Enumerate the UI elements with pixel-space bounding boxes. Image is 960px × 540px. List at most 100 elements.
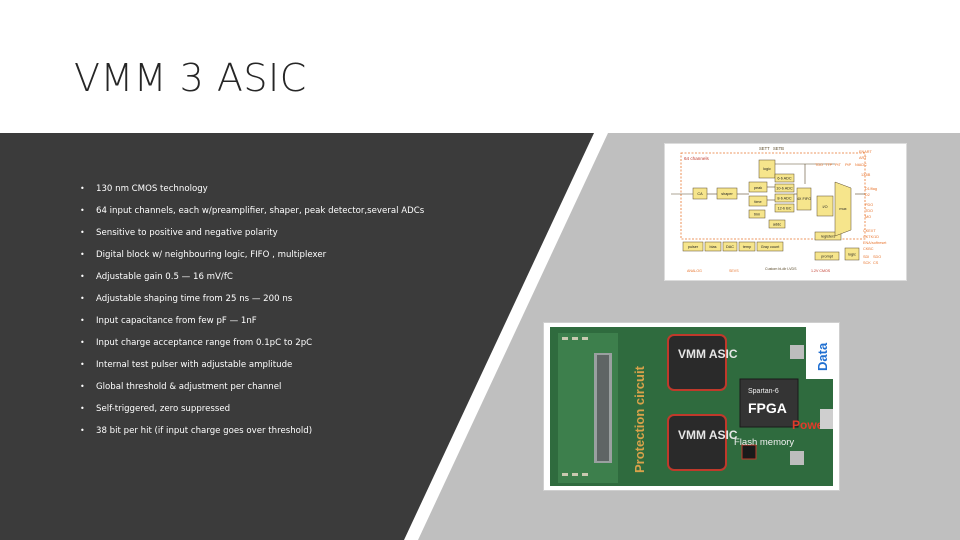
output-label: CKTK/1D [863,235,879,239]
block-pulser: pulser [688,245,699,249]
bullet-dot: • [80,184,85,193]
output-label: CS [873,261,879,265]
header-pins [558,333,618,483]
board-photo: Protection circuit VMM ASIC VMM ASIC Spa… [543,322,840,491]
bullet-item: • Input capacitance from few pF — 1nF [80,312,500,334]
block-shaper: shaper [721,192,733,196]
block-dac: DAC [726,245,734,249]
bullet-text: 130 nm CMOS technology [96,184,208,194]
legend-analog: ANALOG [687,269,702,273]
output-label: CKBC [863,247,874,251]
lower-connector [790,451,804,465]
output-label: ENA/softreset [863,241,887,245]
bullet-text: Input capacitance from few pF — 1nF [96,316,257,326]
bullet-dot: • [80,316,85,325]
data-label: Data [815,342,830,371]
bullet-dot: • [80,250,85,259]
bullet-item: • Adjustable gain 0.5 — 16 mV/fC [80,268,500,290]
bullet-dot: • [80,426,85,435]
block-fifo: 4X FIFO [797,197,811,201]
block-logic-out: logic [848,253,856,257]
block-gray-count: Gray count [761,245,781,249]
power-connector [820,409,833,429]
block-addc: addc [773,223,781,227]
protection-label: Protection circuit [632,365,647,473]
bullet-item: • 130 nm CMOS technology [80,180,500,202]
block-ca: CA [697,192,703,196]
output-label: D2 [865,193,870,197]
bullet-dot: • [80,228,85,237]
block-time: time [754,200,761,204]
bullet-text: 64 input channels, each w/preamplifier, … [96,206,425,216]
bullet-item: • Adjustable shaping time from 25 ns — 20… [80,290,500,312]
diagram-top-label: SETT [759,146,770,151]
flash-chip [741,444,757,460]
block-trim: trim [754,213,760,217]
output-label: NtADC [855,163,867,167]
block-12b-bc: 12-b BC [778,207,792,211]
block-8b-adc: 8-b ADC [777,197,792,201]
data-label-bg [806,327,833,379]
output-label: TTP [825,163,833,167]
chip-label: VMM ASIC [678,347,738,361]
output-label: SDI [863,255,869,259]
chip-label: VMM ASIC [678,428,738,442]
output-label: TDO [815,163,823,167]
block-prompt: prompt [821,255,834,259]
output-label: PDO [865,203,873,207]
output-label: ART [859,156,867,160]
bullet-text: Adjustable gain 0.5 — 16 mV/fC [96,272,233,282]
output-label: CKEXT [863,229,876,233]
block-registers: registers [821,235,836,239]
output-label: SCK [863,261,871,265]
bullet-dot: • [80,382,85,391]
output-label: MO [865,215,871,219]
bullet-item: • Self-triggered, zero suppressed [80,400,500,422]
block-bias: bias [710,245,717,249]
block-io: I/O [822,205,827,209]
bullet-dot: • [80,272,85,281]
channel-box [680,152,866,240]
bullet-item: • Input charge acceptance range from 0.1p… [80,334,500,356]
legend-lvds: Custom bi-dir LVDS [765,267,797,271]
block-10b-adc: 10-b ADC [776,187,793,191]
slide-title: VMM 3 ASIC [74,56,307,100]
vmm-block-diagram: SETT SETB 64 channels CA shaper peak [664,143,907,281]
block-logic: logic [763,167,771,171]
diagram-top-label: SETB [773,146,784,151]
output-label: D1/flag [865,187,877,191]
block-mux: mux [839,207,846,211]
vmm-chip-bottom [667,414,727,471]
block-temp: temp [743,245,751,249]
output-label: PtT [835,163,842,167]
bullet-text: Internal test pulser with adjustable amp… [96,360,293,370]
resistor-array [562,337,588,476]
bullet-item: • Digital block w/ neighbouring logic, FI… [80,246,500,268]
vmm-chip-top [667,334,727,391]
flash-label: Flash memory [734,437,794,448]
bullet-text: Adjustable shaping time from 25 ns — 200… [96,294,293,304]
fpga-chip [739,378,799,428]
bullet-item: • Global threshold & adjustment per chann… [80,378,500,400]
bullet-text: 38 bit per hit (if input charge goes ove… [96,426,313,436]
output-label: PtP [845,163,852,167]
data-connector [790,345,804,359]
bullet-list: •130 nm CMOS technology •64 input channe… [80,180,500,444]
power-label: Power [792,418,828,432]
bullet-item: • Internal test pulser with adjustable am… [80,356,500,378]
bullet-text: Input charge acceptance range from 0.1pC… [96,338,313,348]
legend-cmos: 1.2V CMOS [811,269,831,273]
bullet-dot: • [80,294,85,303]
bullet-text: Global threshold & adjustment per channe… [96,382,282,392]
bullet-dot: • [80,404,85,413]
bullet-dot: • [80,360,85,369]
output-label: SDO [873,255,881,259]
bullet-text: Digital block w/ neighbouring logic, FIF… [96,250,327,260]
bullet-text: Self-triggered, zero suppressed [96,404,231,414]
bullet-dot: • [80,338,85,347]
fpga-label: FPGA [748,400,787,416]
bullet-item: •64 input channels, each w/preamplifier,… [80,202,500,224]
legend-sevs: SEVS [729,269,739,273]
fpga-sub-label: Spartan-6 [748,388,779,395]
diagonal-stripe [404,133,608,540]
